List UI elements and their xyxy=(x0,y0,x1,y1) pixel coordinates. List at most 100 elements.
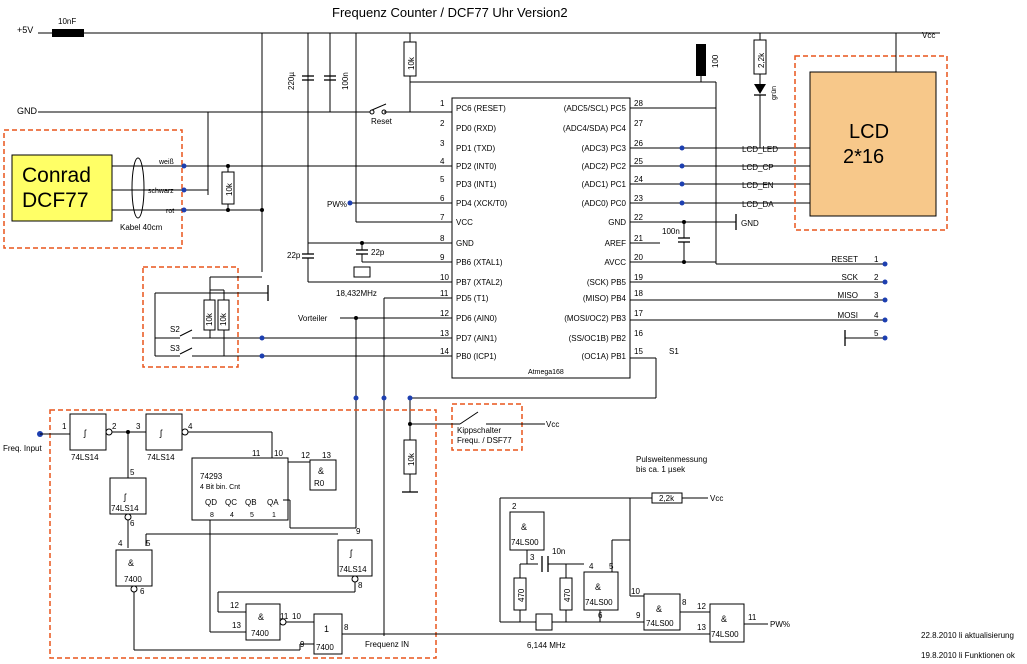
mcu-pin-label: PD1 (TXD) xyxy=(456,144,495,153)
ls00-1-pin2: 2 xyxy=(512,502,517,511)
ls00-3-pin8: 8 xyxy=(682,598,687,607)
isp-pin-num: 1 xyxy=(874,255,879,264)
mcu-pin-label: PD6 (AIN0) xyxy=(456,314,497,323)
pulse-vcc-label: Vcc xyxy=(710,494,723,503)
button-section xyxy=(142,266,239,368)
node-vorteiler xyxy=(353,395,359,401)
lcd-en-label: LCD_EN xyxy=(742,181,774,190)
cap-10nf-label: 10nF xyxy=(58,17,76,26)
mcu-pin-label: (SCK) PB5 xyxy=(587,278,627,287)
mcu-pin-label: (ADC4/SDA) PC4 xyxy=(563,124,627,133)
freq-in-label: Frequenz IN xyxy=(365,640,409,649)
nand-7400-2-symbol: & xyxy=(258,612,264,622)
nand-ls00-3-symbol: & xyxy=(656,604,662,614)
lcd-backlight-label: 100 xyxy=(711,54,720,68)
prescaler-section xyxy=(49,409,437,659)
nand-7400-3-symbol: 1 xyxy=(324,624,329,634)
nand2-pin11: 11 xyxy=(280,612,289,621)
pulse-pullup-label: 2,2k xyxy=(659,494,675,503)
isp-pin-label: RESET xyxy=(831,255,858,264)
g1-pin2: 2 xyxy=(112,422,117,431)
ls00-4-pin12: 12 xyxy=(697,602,706,611)
ls00-3-pin10: 10 xyxy=(631,587,640,596)
mcu-pin-label: PD5 (T1) xyxy=(456,294,489,303)
cnt-pin10: 10 xyxy=(274,449,283,458)
mcu-pin-num: 25 xyxy=(634,157,643,166)
s3-pullup-label: 10k xyxy=(219,312,228,326)
isp-pin[interactable] xyxy=(882,297,888,303)
s2-pullup-label: 10k xyxy=(205,312,214,326)
crystal-second xyxy=(535,613,553,631)
mcu-pin-num: 19 xyxy=(634,273,643,282)
lcd-module xyxy=(809,71,937,217)
mcu-pin-label: PB6 (XTAL1) xyxy=(456,258,503,267)
mcu-pin-num: 11 xyxy=(440,289,449,298)
pulse-line2: bis ca. 1 µsek xyxy=(636,465,686,474)
mcu-pin-num: 17 xyxy=(634,309,643,318)
dcf-line1: Conrad xyxy=(22,164,91,187)
gate-ls14-4-symbol: ʃ xyxy=(349,548,353,558)
c100b-label: 100n xyxy=(662,227,680,236)
isp-pin[interactable] xyxy=(882,317,888,323)
gate-r0 xyxy=(309,459,337,491)
gnd-label: GND xyxy=(17,106,38,116)
r0-pin12: 12 xyxy=(301,451,310,460)
g1-pin1: 1 xyxy=(62,422,67,431)
mcu-pin-num: 4 xyxy=(440,157,445,166)
crystal-second-label: 6,144 MHz xyxy=(527,641,566,650)
mcu-pin-label: GND xyxy=(608,218,626,227)
pulse-r470-a-label: 470 xyxy=(517,588,526,602)
s3-switch[interactable] xyxy=(179,347,193,355)
plus5v-label: +5V xyxy=(17,25,33,35)
s2-switch[interactable] xyxy=(179,329,193,337)
dcf-node-white xyxy=(181,163,187,169)
isp-pin[interactable] xyxy=(882,335,888,341)
nand-ls00-2-label: 74LS00 xyxy=(585,598,613,607)
mcu-pin-num: 8 xyxy=(440,234,445,243)
mcu-pin-label: (ADC1) PC1 xyxy=(582,180,627,189)
reset-switch-contact-b[interactable] xyxy=(381,109,387,115)
mcu-pin-num: 13 xyxy=(440,329,449,338)
nand-7400-1-symbol: & xyxy=(128,558,134,568)
node-lcd-da xyxy=(679,200,685,206)
nand-ls00-4-symbol: & xyxy=(721,614,727,624)
kipp-switch[interactable] xyxy=(459,411,479,425)
lcd-section xyxy=(794,55,948,231)
crystal-main-label: 18,432MHz xyxy=(336,289,377,298)
mcu-pin-num: 21 xyxy=(634,234,643,243)
nand-7400-1-bubble xyxy=(130,585,138,593)
mcu-pin-label: (ADC3) PC3 xyxy=(582,144,627,153)
isp-pin[interactable] xyxy=(882,279,888,285)
lcd-line2: 2*16 xyxy=(843,146,884,168)
dcf-pullup-label: 10k xyxy=(225,182,234,196)
gate-r0-symbol: & xyxy=(318,466,324,476)
dcf-node-black xyxy=(181,187,187,193)
reset-switch-label: Reset xyxy=(371,117,393,126)
isp-pin-label: MISO xyxy=(838,291,858,300)
mcu-pin-label: PD2 (INT0) xyxy=(456,162,497,171)
g2-pin4: 4 xyxy=(188,422,193,431)
junc-vorteiler xyxy=(354,316,358,320)
nand-7400-1 xyxy=(115,549,153,587)
node-lcd-led xyxy=(679,145,685,151)
node-lcd-en xyxy=(679,181,685,187)
mcu-pin-label: (ADC0) PC0 xyxy=(582,199,627,208)
mcu-pin-label: PB7 (XTAL2) xyxy=(456,278,503,287)
reset-switch-contact-a[interactable] xyxy=(369,109,375,115)
gate-ls14-2 xyxy=(145,413,183,451)
ls00-2-pin4: 4 xyxy=(589,562,594,571)
mcu-pin-label: PC6 (RESET) xyxy=(456,104,506,113)
vorteiler-label: Vorteiler xyxy=(298,314,328,323)
nand-ls00-4 xyxy=(709,603,745,643)
s2-label: S2 xyxy=(170,325,180,334)
isp-pin[interactable] xyxy=(882,261,888,267)
mcu-pin-num: 2 xyxy=(440,119,445,128)
reset-switch[interactable] xyxy=(371,103,387,111)
isp-pin-num: 4 xyxy=(874,311,879,320)
mcu-pin-num: 10 xyxy=(440,273,449,282)
nand-ls00-3 xyxy=(643,593,681,631)
mcu-pin-num: 22 xyxy=(634,213,643,222)
pulse-r470-b-label: 470 xyxy=(563,588,572,602)
g2-pin3: 3 xyxy=(136,422,141,431)
